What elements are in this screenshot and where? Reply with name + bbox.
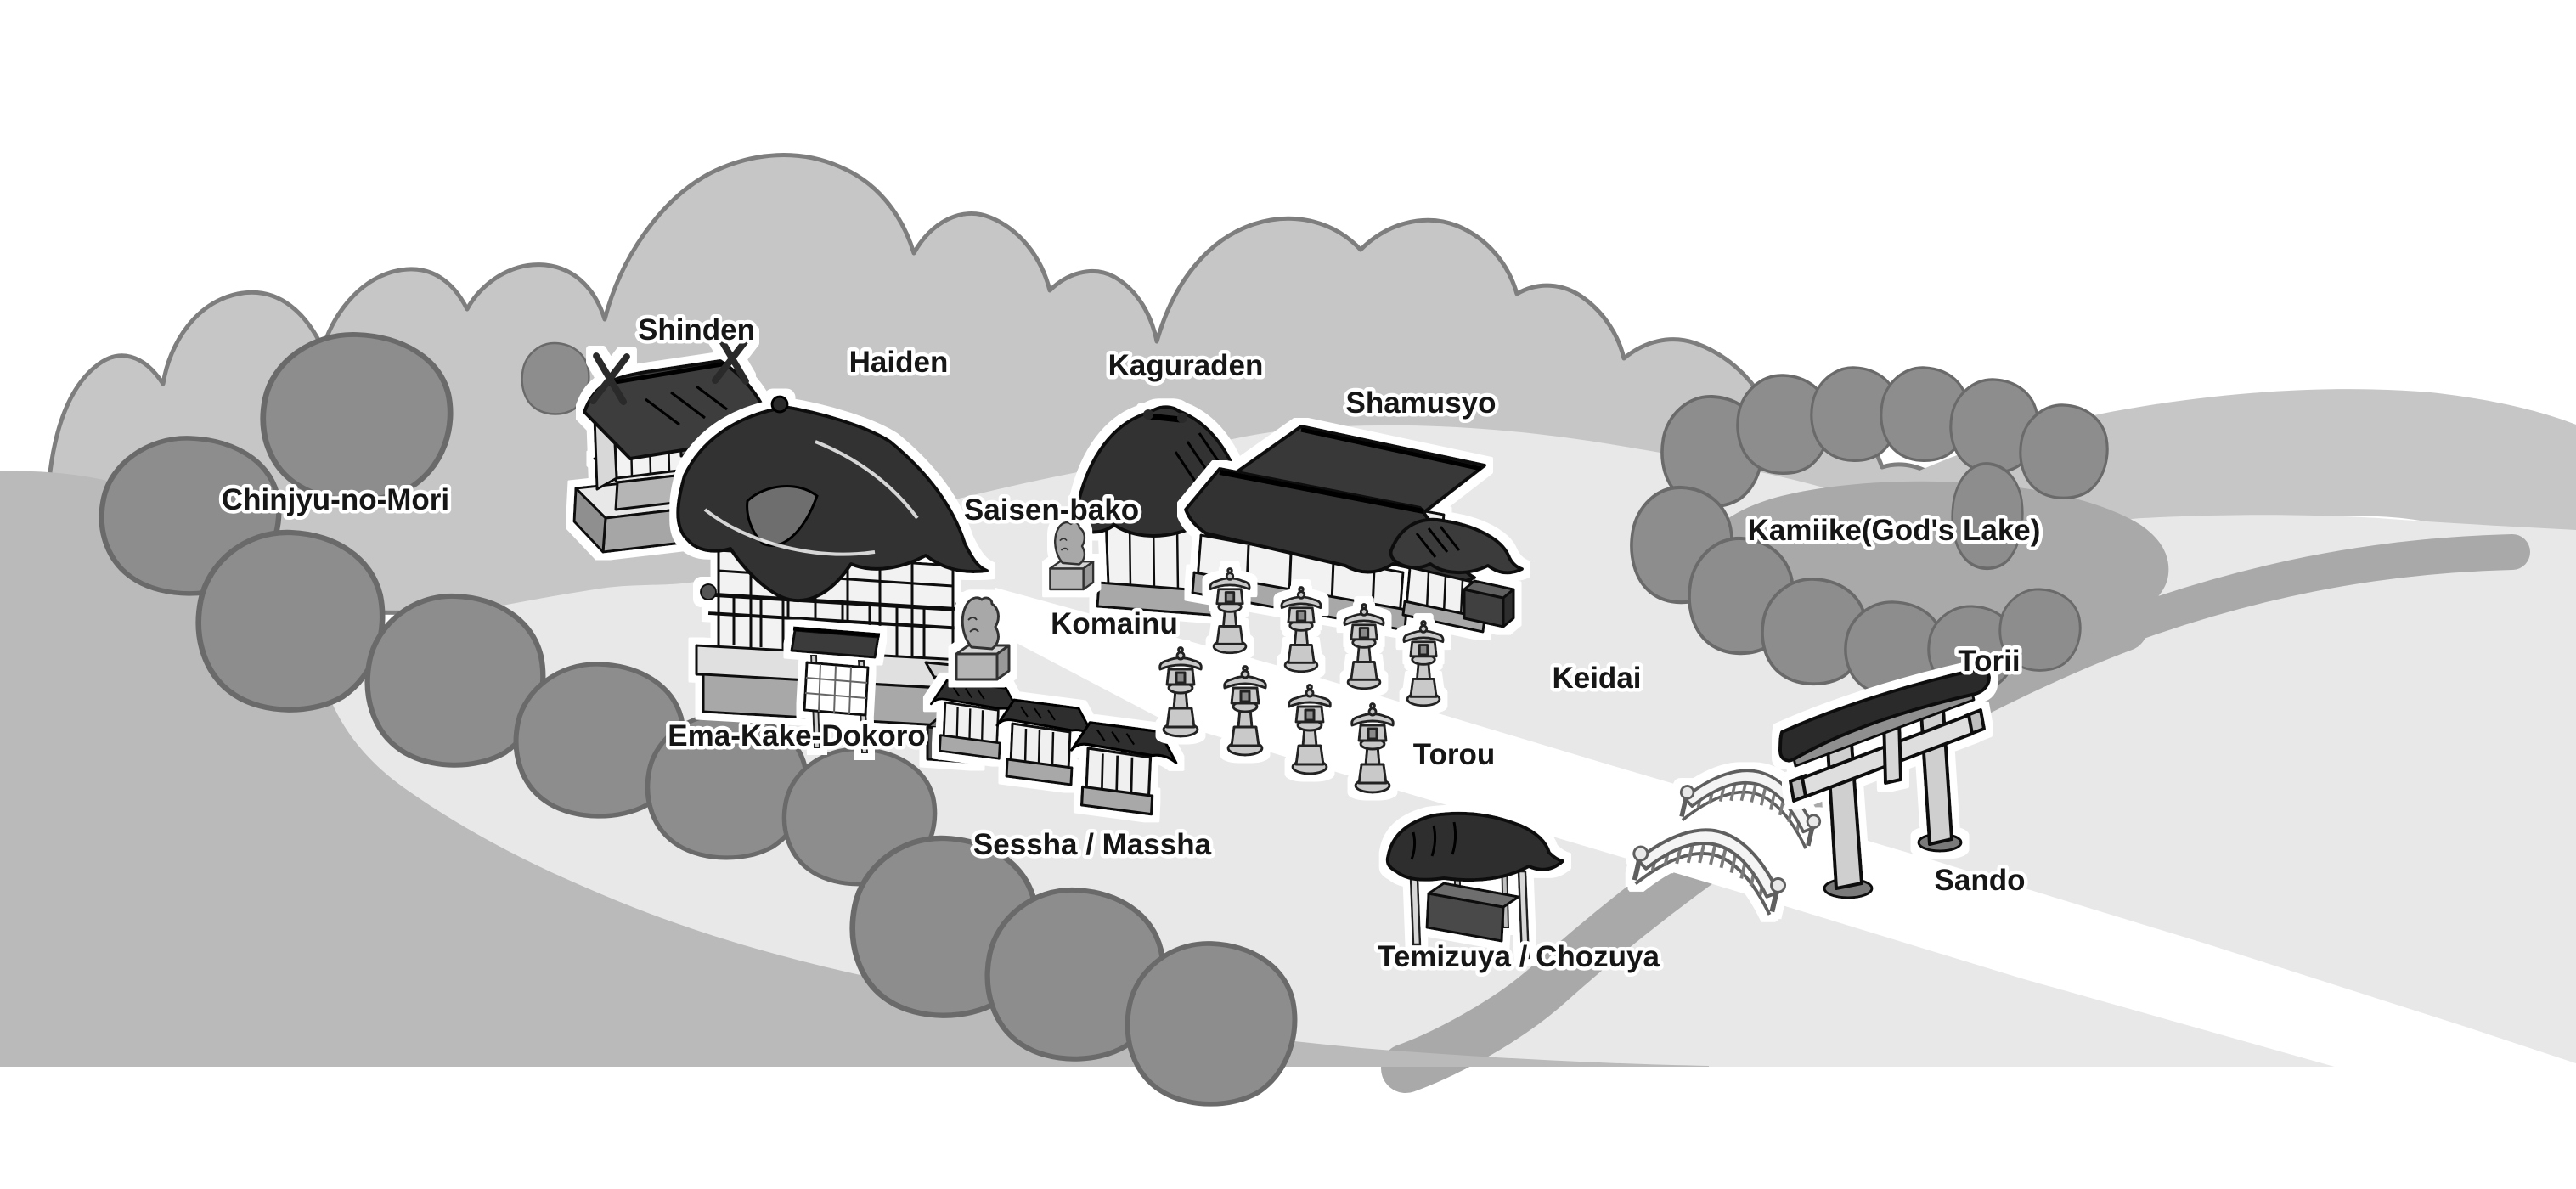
label-torou: Torou — [1413, 738, 1496, 771]
ema-kake-dokoro-stand — [790, 626, 881, 753]
tree-blob — [1128, 944, 1295, 1104]
torii-kasagi — [1778, 668, 1991, 763]
tree-blob — [521, 341, 590, 415]
haiden-railing — [707, 592, 964, 657]
label-kamiike: Kamiike(God's Lake) — [1748, 514, 2041, 547]
map-labels: Shinden Haiden Kaguraden Shamusyo Chinjy… — [217, 310, 2044, 978]
label-ema-kake-dokoro: Ema-Kake-Dokoro — [668, 719, 925, 752]
label-shamusyo: Shamusyo — [1346, 386, 1497, 420]
foreground-grounds — [0, 471, 1709, 1067]
tree-blob — [263, 335, 450, 500]
haiden-gable — [746, 485, 819, 547]
label-kaguraden: Kaguraden — [1108, 349, 1264, 382]
label-keidai: Keidai — [1552, 662, 1641, 695]
tree-blob — [2019, 403, 2109, 499]
tree-blob — [199, 533, 382, 710]
label-saisen-bako: Saisen-bako — [964, 493, 1139, 527]
label-temizuya: Temizuya / Chozuya — [1378, 940, 1660, 973]
label-shinden: Shinden — [638, 313, 755, 347]
chigi-finials — [589, 332, 753, 405]
torii-gate — [1778, 668, 1991, 899]
temizuya-roof — [1385, 811, 1564, 882]
label-haiden: Haiden — [849, 346, 949, 379]
haiden-roof — [676, 404, 989, 602]
label-torii: Torii — [1958, 645, 2020, 678]
sando-path — [995, 588, 2576, 1072]
label-sando: Sando — [1935, 864, 2026, 897]
label-chinjyu-no-mori: Chinjyu-no-Mori — [222, 483, 449, 516]
shamusyo-storehouse-box — [1463, 579, 1515, 628]
temizuya-pavilion — [1385, 811, 1564, 960]
label-komainu: Komainu — [1051, 607, 1178, 640]
label-sessha-massha: Sessha / Massha — [973, 828, 1212, 861]
